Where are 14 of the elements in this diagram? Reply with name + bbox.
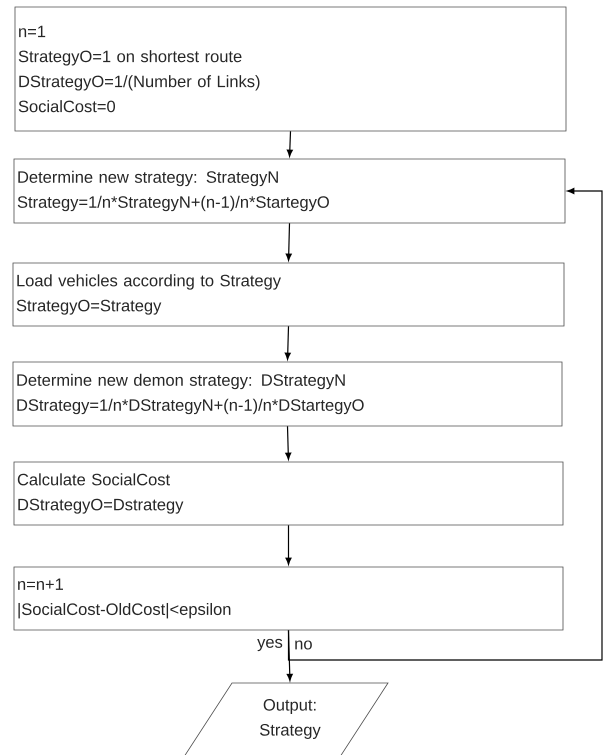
process-box: Determine new demon strategy: DStrategyN DStrategy=1/n*DStrategyN+(n-1)/n*DStartegyO [12,362,562,426]
process-box: Calculate SocialCost DStrategyO=Dstrategy [14,462,564,526]
edge-label: yes [257,638,282,652]
arrow [284,326,291,360]
process-box: n=1 StrategyO=1 on shortest route DStrategyO=1/(Number of Links) SocialCost=0 [14,6,566,132]
process-box: Determine new strategy: StrategyN Strategy=1/n*StrategyN+(n-1)/n*StartegyO [14,158,566,224]
edge-label: no [295,640,312,650]
process-box: Load vehicles according to Strategy StrategyO=Strategy [12,262,564,326]
arrow [286,131,293,157]
arrow [286,223,292,261]
process-box: n=n+1 |SocialCost-OldCost|<epsilon [14,566,564,630]
arrow [285,426,292,460]
arrow [288,188,603,661]
arrow [285,525,292,565]
